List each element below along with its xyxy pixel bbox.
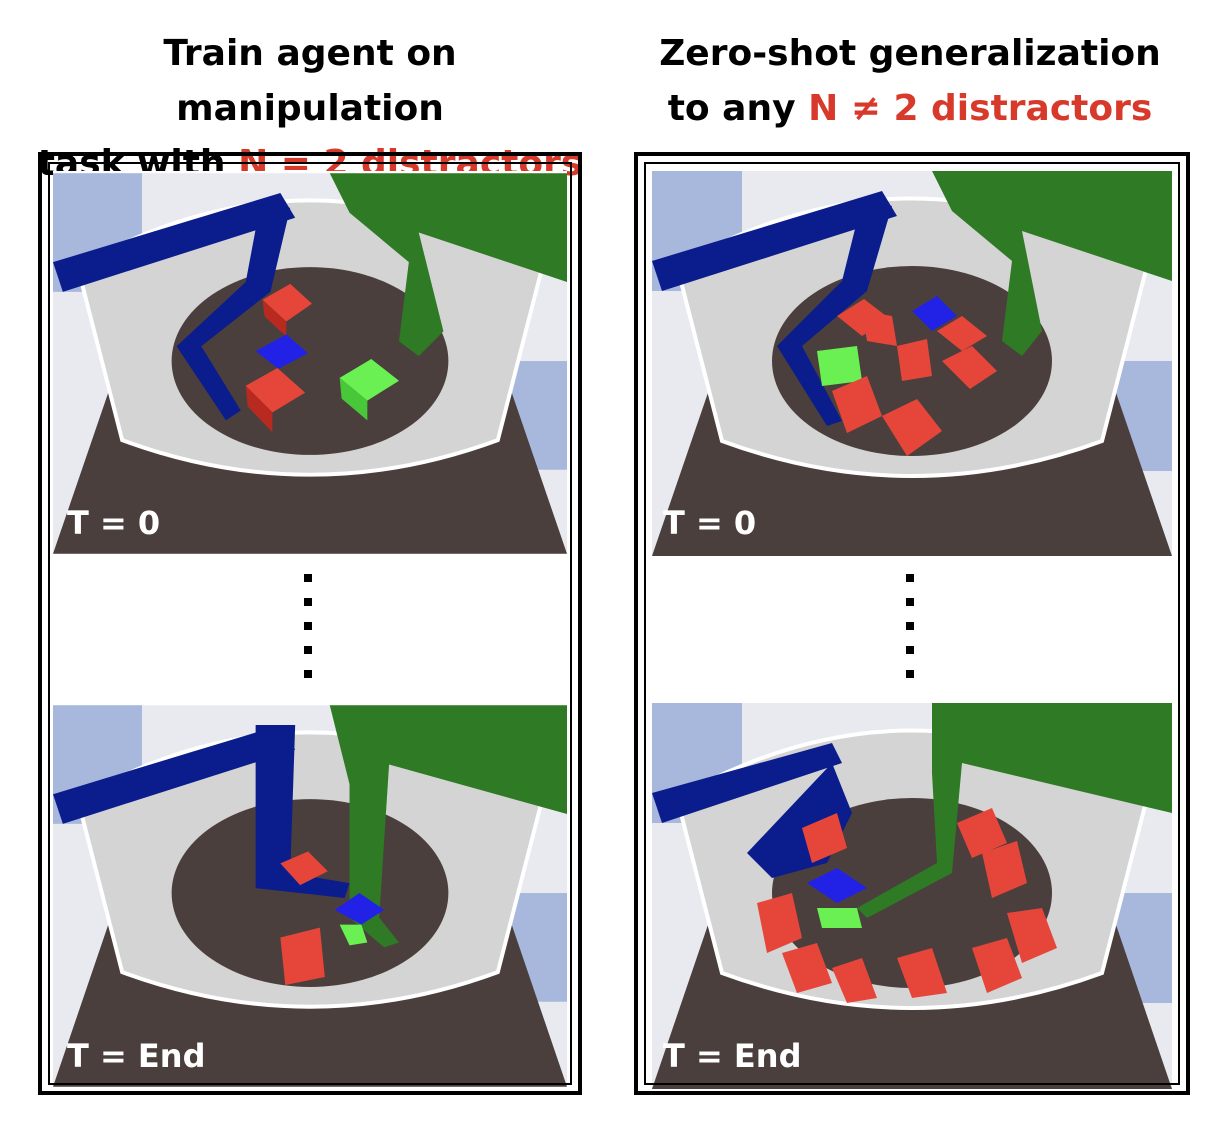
right-heading-prefix: to any xyxy=(667,88,809,129)
left-ellipsis xyxy=(304,574,312,694)
right-bottom-time-label: T = End xyxy=(663,1037,802,1075)
target-cube xyxy=(334,893,385,946)
distractor-cube xyxy=(802,813,847,863)
distractor-cube xyxy=(937,316,987,351)
distractor-cube xyxy=(832,376,882,433)
distractor-cube xyxy=(897,339,932,381)
distractor-cube xyxy=(757,893,802,953)
left-start-render xyxy=(53,173,567,554)
distractor-cube xyxy=(262,283,312,337)
distractor-cube xyxy=(280,927,325,985)
distractor-cube xyxy=(897,948,947,998)
left-top-time-label: T = 0 xyxy=(67,504,161,542)
right-heading-line2: to any N ≠ 2 distractors xyxy=(630,81,1190,136)
left-scene-end: T = End xyxy=(53,703,567,1089)
distractor-cube xyxy=(832,958,877,1003)
right-heading: Zero-shot generalization to any N ≠ 2 di… xyxy=(630,26,1190,136)
distractor-cube xyxy=(972,938,1022,993)
target-cube xyxy=(807,868,867,928)
right-heading-highlight: N ≠ 2 distractors xyxy=(808,88,1153,129)
distractor-cube xyxy=(942,346,997,389)
right-top-time-label: T = 0 xyxy=(663,504,757,542)
distractor-cube xyxy=(862,311,897,346)
right-scene-start: T = 0 xyxy=(649,171,1175,556)
distractor-cube xyxy=(782,943,832,993)
right-scene-end: T = End xyxy=(649,703,1175,1089)
left-heading-line1: Train agent on manipulation xyxy=(163,33,457,129)
right-ellipsis xyxy=(906,574,914,694)
right-start-render xyxy=(652,171,1172,556)
distractor-cube xyxy=(957,808,1007,858)
distractor-cube xyxy=(280,851,328,886)
target-cube xyxy=(255,334,309,369)
distractor-cube xyxy=(882,399,942,456)
goal-cube xyxy=(817,346,862,386)
right-heading-line1: Zero-shot generalization xyxy=(659,33,1161,74)
left-panel: T = 0 T = End xyxy=(38,152,582,1095)
distractor-cube xyxy=(245,367,306,433)
goal-cube xyxy=(339,359,399,421)
left-bottom-time-label: T = End xyxy=(67,1037,206,1075)
right-end-render xyxy=(652,703,1172,1089)
target-cube xyxy=(912,296,957,331)
right-panel: T = 0 T = End xyxy=(634,152,1190,1095)
distractor-cube xyxy=(1007,908,1057,963)
left-scene-start: T = 0 xyxy=(53,171,567,556)
distractor-cube xyxy=(982,841,1027,898)
left-end-render xyxy=(53,705,567,1087)
